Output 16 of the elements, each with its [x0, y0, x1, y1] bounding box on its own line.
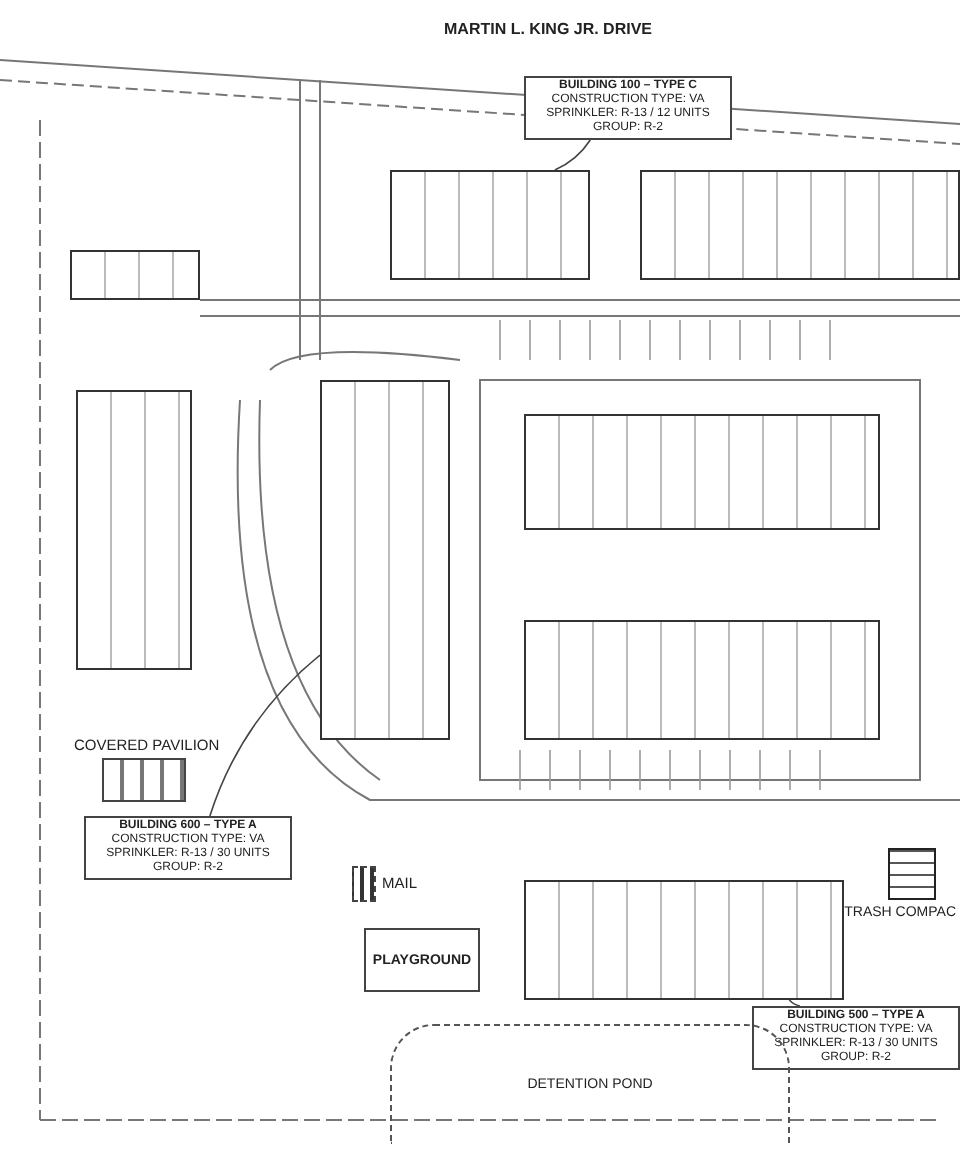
- building-outline: [320, 380, 450, 740]
- street-name: MARTIN L. KING JR. DRIVE: [444, 20, 653, 38]
- playground-area: [364, 928, 480, 992]
- callout-box: [524, 76, 732, 140]
- leader-line: [788, 999, 801, 1007]
- building-outline: [524, 620, 880, 740]
- leader-line: [209, 654, 321, 817]
- callout-box: [84, 816, 292, 880]
- building-outline: [524, 414, 880, 530]
- building-outline: [76, 390, 192, 670]
- building-outline: [390, 170, 590, 280]
- leader-line: [554, 139, 592, 171]
- building-outline: [524, 880, 844, 1000]
- building-outline: [70, 250, 200, 300]
- building-outline: [640, 170, 960, 280]
- callout-box: [752, 1006, 960, 1070]
